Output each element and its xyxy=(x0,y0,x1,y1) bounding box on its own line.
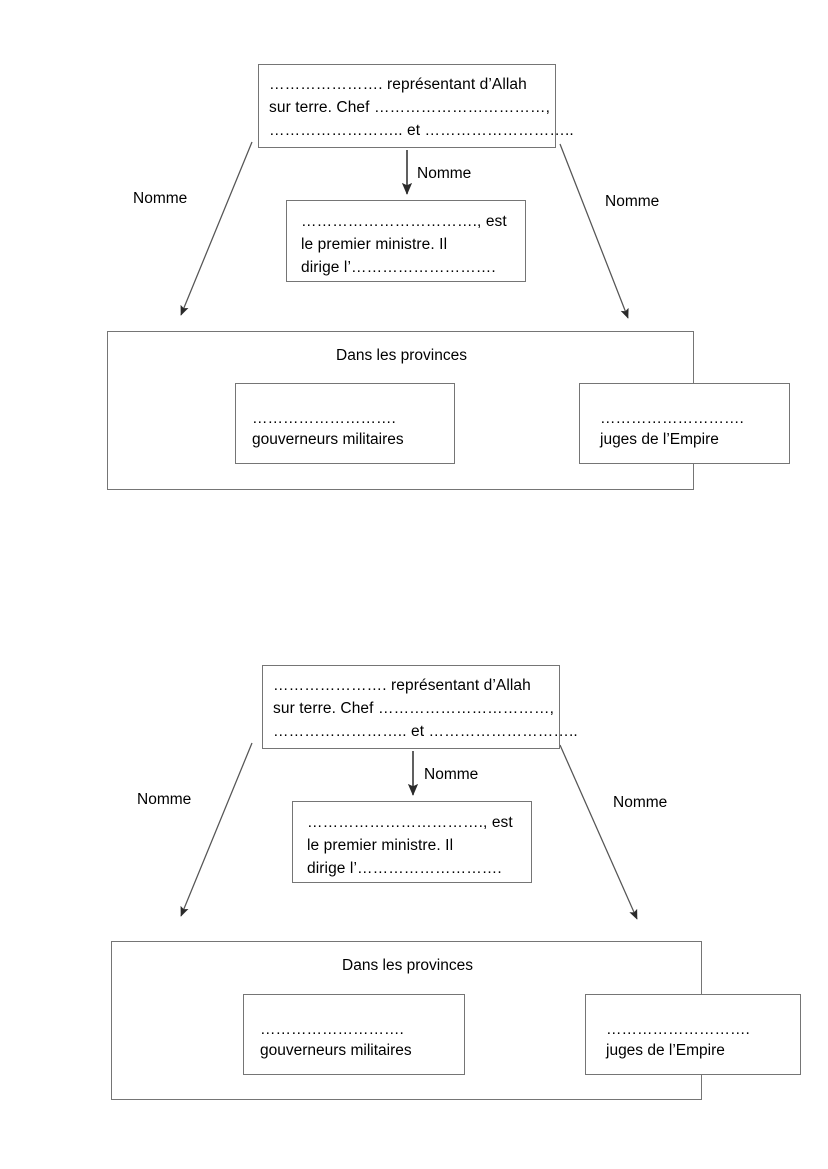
governors-text: ………………………. gouverneurs militaires xyxy=(260,1019,412,1061)
edge-label-left: Nomme xyxy=(133,190,188,207)
middle-box-line-3: dirige l’………………………. xyxy=(301,259,496,276)
judges-label: juges de l’Empire xyxy=(600,431,719,448)
governors-box: ………………………. gouverneurs militaires xyxy=(243,994,465,1075)
governors-dots: ………………………. xyxy=(260,1021,404,1038)
edge-label-right: Nomme xyxy=(613,794,668,811)
provinces-box: Dans les provinces ………………………. gouverneur… xyxy=(107,331,790,490)
provinces-title: Dans les provinces xyxy=(342,957,473,974)
arrow-right xyxy=(559,744,638,920)
governors-label: gouverneurs militaires xyxy=(252,431,404,448)
judges-box: ………………………. juges de l’Empire xyxy=(585,994,801,1075)
judges-dots: ………………………. xyxy=(600,410,744,427)
top-box-line-2: sur terre. Chef ……………………………, xyxy=(269,99,550,116)
top-box-line-1: …………………. représentant d’Allah xyxy=(269,76,527,93)
edge-label-middle: Nomme xyxy=(417,165,472,182)
prime-minister-box: ……………………………., est le premier ministre. I… xyxy=(286,200,526,282)
top-box-line-3: …………………….. et ……………………….. xyxy=(273,723,578,740)
governors-dots: ………………………. xyxy=(252,410,396,427)
arrow-right xyxy=(559,143,629,319)
top-box-line-1: …………………. représentant d’Allah xyxy=(273,677,531,694)
middle-box-line-1: ……………………………., est xyxy=(301,213,507,230)
middle-box-line-3: dirige l’………………………. xyxy=(307,860,502,877)
organigram-diagram-2: …………………. représentant d’Allah sur terre.… xyxy=(0,635,828,1100)
prime-minister-box: ……………………………., est le premier ministre. I… xyxy=(292,801,532,883)
top-box-line-2: sur terre. Chef ……………………………, xyxy=(273,700,554,717)
middle-box-line-2: le premier ministre. Il xyxy=(301,236,448,253)
organigram-diagram-1: …………………. représentant d’Allah sur terre.… xyxy=(0,34,828,494)
judges-text: ………………………. juges de l’Empire xyxy=(606,1019,750,1061)
governors-box: ………………………. gouverneurs militaires xyxy=(235,383,455,464)
governors-text: ………………………. gouverneurs militaires xyxy=(252,408,404,450)
provinces-box: Dans les provinces ………………………. gouverneur… xyxy=(111,941,801,1100)
arrow-left xyxy=(180,141,253,316)
judges-label: juges de l’Empire xyxy=(606,1042,725,1059)
edge-label-middle: Nomme xyxy=(424,766,479,783)
sultan-caliph-box: …………………. représentant d’Allah sur terre.… xyxy=(262,665,578,749)
provinces-title: Dans les provinces xyxy=(336,347,467,364)
edge-label-left: Nomme xyxy=(137,791,192,808)
top-box-line-3: …………………….. et ……………………….. xyxy=(269,122,574,139)
judges-text: ………………………. juges de l’Empire xyxy=(600,408,744,450)
sultan-caliph-box: …………………. représentant d’Allah sur terre.… xyxy=(258,64,574,148)
arrow-left xyxy=(180,742,253,917)
middle-box-line-2: le premier ministre. Il xyxy=(307,837,454,854)
judges-box: ………………………. juges de l’Empire xyxy=(579,383,790,464)
middle-box-line-1: ……………………………., est xyxy=(307,814,513,831)
judges-dots: ………………………. xyxy=(606,1021,750,1038)
edge-label-right: Nomme xyxy=(605,193,660,210)
governors-label: gouverneurs militaires xyxy=(260,1042,412,1059)
